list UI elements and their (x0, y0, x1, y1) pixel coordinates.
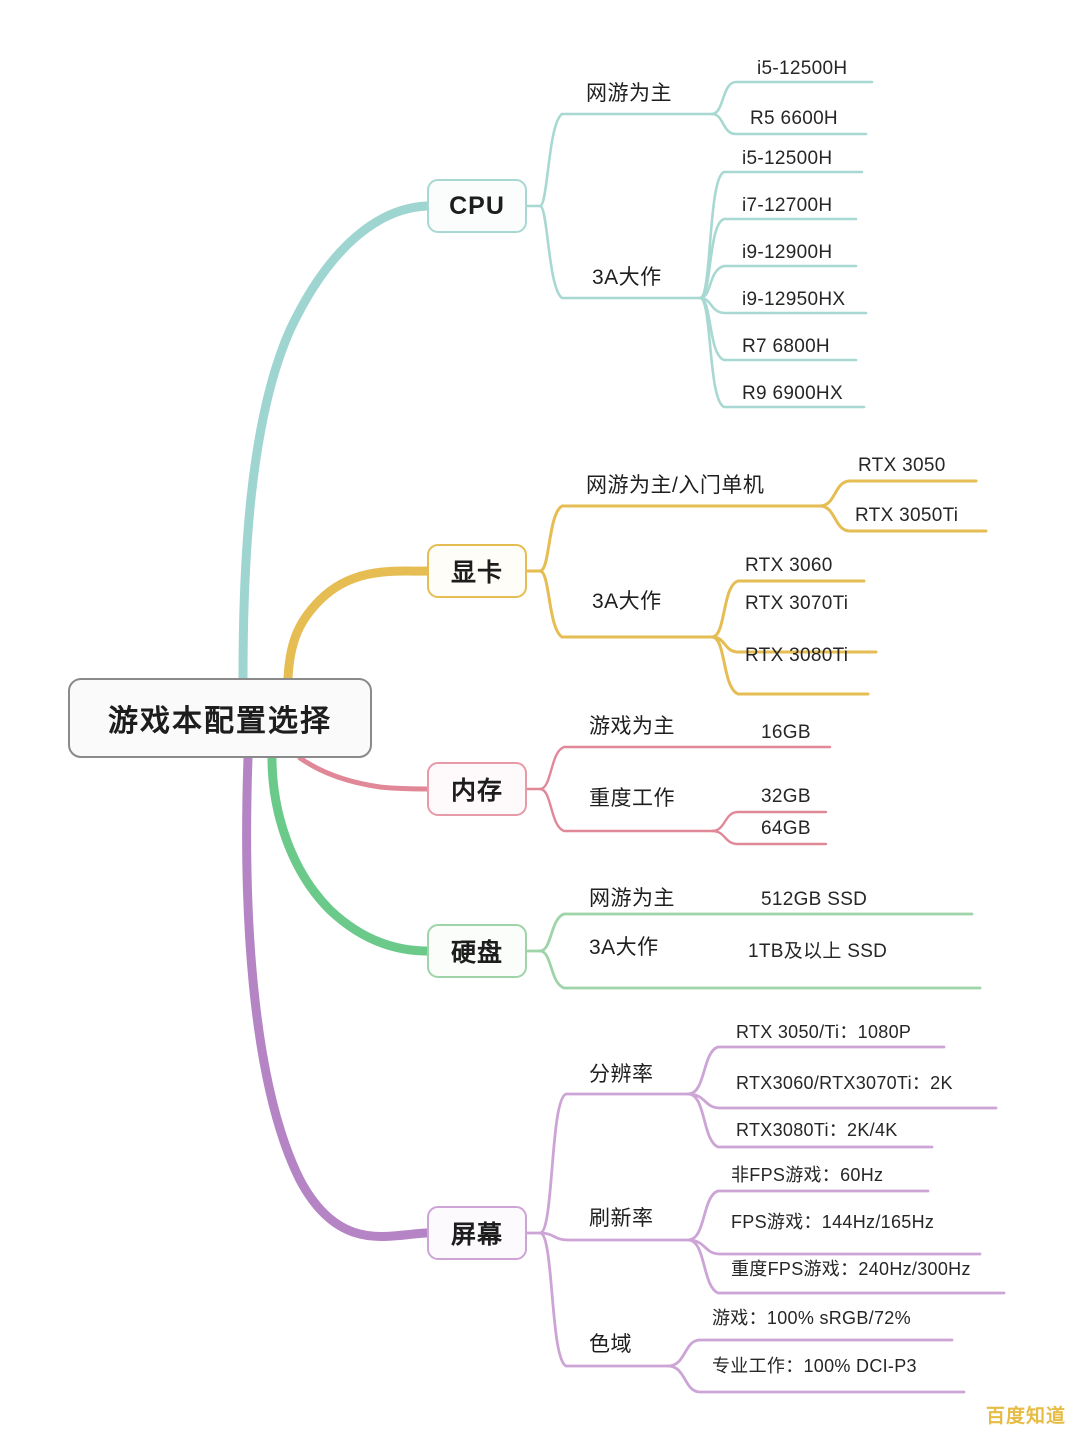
leaf-screen-refresh-240-300hz: 重度FPS游戏：240Hz/300Hz (731, 1259, 971, 1279)
leaf-storage-512gb-ssd: 512GB SSD (761, 889, 868, 910)
mid-label-cpu-aaa-games: 3A大作 (592, 266, 662, 289)
leaf-storage-1tb-ssd: 1TB及以上 SSD (748, 941, 888, 962)
mid-label-screen-resolution: 分辨率 (589, 1063, 654, 1086)
trunk-cpu (238, 201, 432, 683)
trunk-gpu (283, 566, 432, 683)
leaf-cpu-r5-6600h: R5 6600H (750, 108, 838, 129)
leaf-cpu-i7-12700h: i7-12700H (742, 195, 833, 216)
branch-node-gpu[interactable]: 显卡 (427, 544, 527, 598)
leaf-screen-res-1080p: RTX 3050/Ti：1080P (736, 1022, 912, 1042)
leaf-memory-64gb: 64GB (761, 818, 811, 839)
leaf-screen-gamut-srgb: 游戏：100% sRGB/72% (712, 1308, 911, 1328)
branch-node-screen[interactable]: 屏幕 (427, 1206, 527, 1260)
mid-label-storage-online-games: 网游为主 (589, 887, 675, 910)
leaf-gpu-rtx-3050ti: RTX 3050Ti (855, 505, 959, 526)
branch-node-cpu[interactable]: CPU (427, 179, 527, 233)
root-node[interactable]: 游戏本配置选择 (68, 678, 372, 758)
leaf-cpu-i5-12500h-b: i5-12500H (742, 148, 833, 169)
mid-label-screen-refresh-rate: 刷新率 (589, 1207, 654, 1230)
leaf-screen-refresh-60hz: 非FPS游戏：60Hz (731, 1165, 884, 1185)
leaf-cpu-i9-12950hx: i9-12950HX (742, 289, 846, 310)
mid-label-memory-gaming: 游戏为主 (589, 715, 675, 738)
mid-label-gpu-online-entry: 网游为主/入门单机 (586, 474, 765, 497)
branch-node-storage-label: 硬盘 (450, 939, 503, 967)
leaf-cpu-i5-12500h-a: i5-12500H (757, 58, 848, 79)
watermark-baidu-zhidao: 百度知道 (985, 1406, 1066, 1427)
leaf-screen-res-2k: RTX3060/RTX3070Ti：2K (736, 1073, 953, 1093)
leaf-gpu-rtx-3060: RTX 3060 (745, 555, 833, 576)
leaf-cpu-r9-6900hx: R9 6900HX (742, 383, 843, 404)
leaf-gpu-rtx-3050: RTX 3050 (858, 455, 946, 476)
branch-node-cpu-label: CPU (449, 191, 505, 220)
branch-node-screen-label: 屏幕 (450, 1221, 503, 1249)
trunk-ssd (267, 753, 432, 956)
root-node-label: 游戏本配置选择 (108, 705, 332, 738)
trunk-mem (297, 755, 430, 792)
leaf-gpu-rtx-3080ti: RTX 3080Ti (745, 645, 849, 666)
leaf-screen-gamut-dci-p3: 专业工作：100% DCI-P3 (712, 1356, 917, 1376)
leaf-cpu-i9-12900h: i9-12900H (742, 242, 833, 263)
mid-label-gpu-aaa-games: 3A大作 (592, 590, 662, 613)
leaf-screen-res-2k-4k: RTX3080Ti：2K/4K (736, 1120, 898, 1140)
branch-node-memory[interactable]: 内存 (427, 762, 527, 816)
branch-node-storage[interactable]: 硬盘 (427, 924, 527, 978)
mid-label-cpu-online-games: 网游为主 (586, 82, 672, 105)
leaf-cpu-r7-6800h: R7 6800H (742, 336, 830, 357)
branch-node-memory-label: 内存 (450, 777, 503, 805)
leaf-gpu-rtx-3070ti: RTX 3070Ti (745, 593, 849, 614)
mid-label-storage-aaa-games: 3A大作 (589, 936, 659, 959)
trunk-screen (242, 753, 432, 1241)
leaf-memory-16gb: 16GB (761, 722, 811, 743)
mid-label-screen-color-gamut: 色域 (589, 1333, 632, 1356)
leaf-screen-refresh-144-165hz: FPS游戏：144Hz/165Hz (731, 1212, 935, 1232)
leaf-memory-32gb: 32GB (761, 786, 811, 807)
mid-label-memory-heavy-work: 重度工作 (589, 787, 675, 810)
branch-node-gpu-label: 显卡 (450, 559, 503, 587)
